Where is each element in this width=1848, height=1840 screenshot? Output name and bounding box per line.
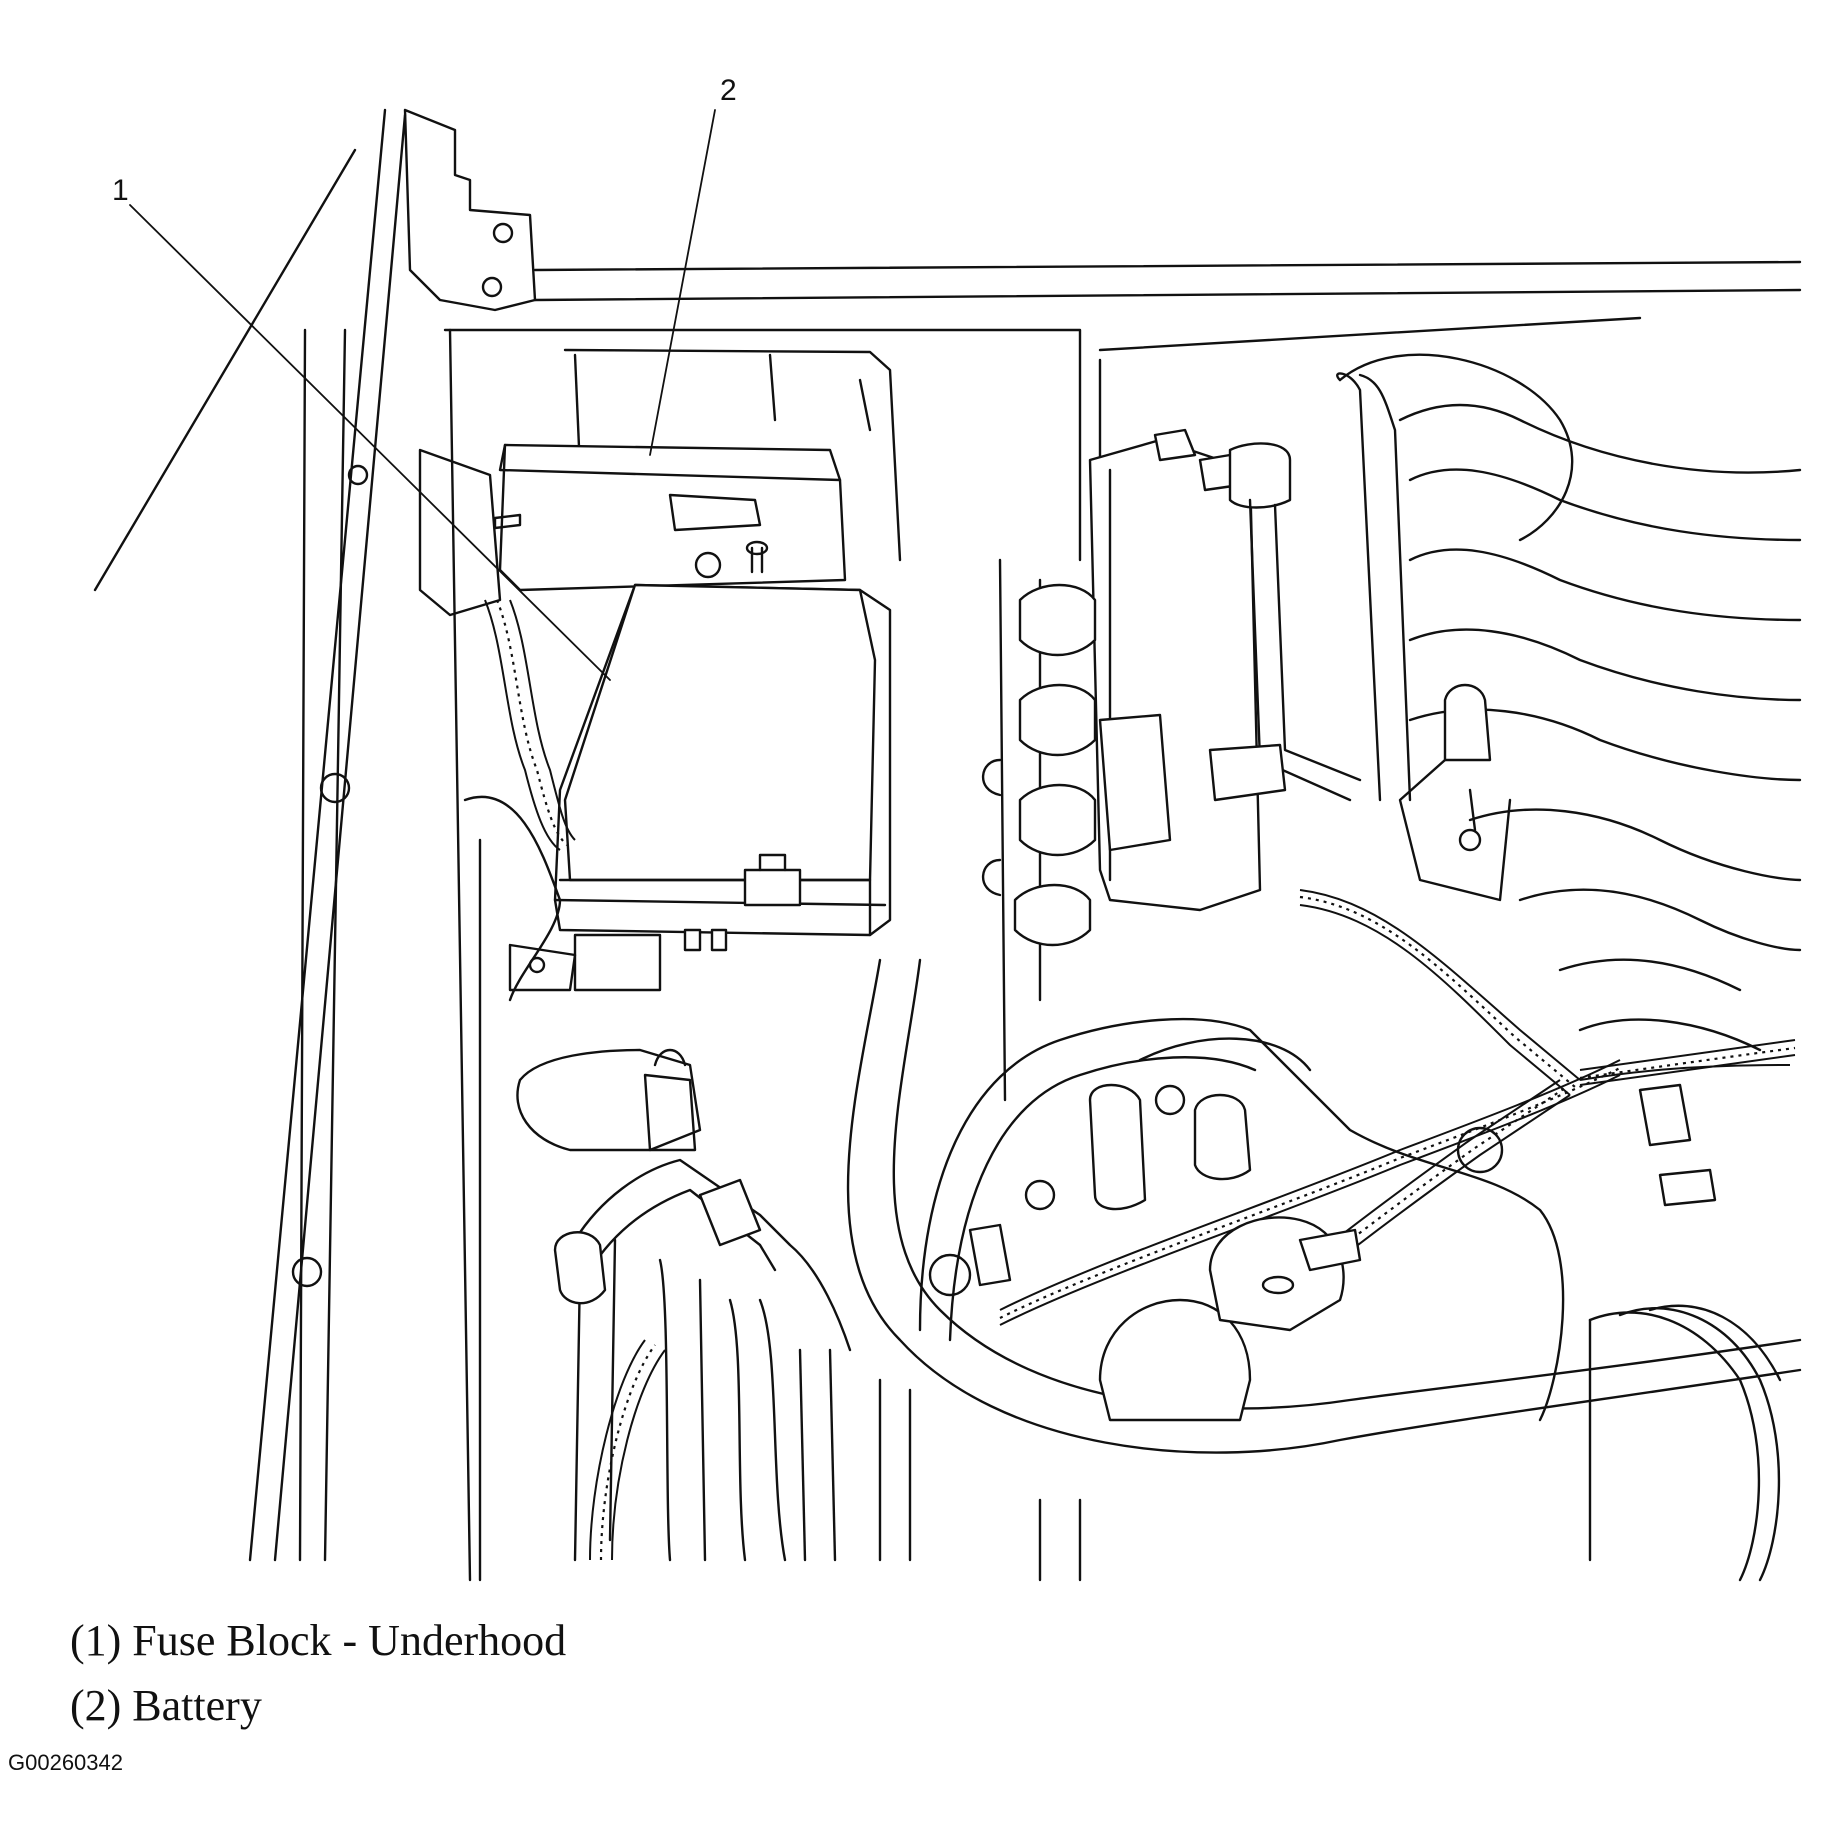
- engine-wiring-harness: [1000, 890, 1795, 1325]
- engine-compartment-illustration: 1 2: [0, 74, 1848, 1600]
- coolant-lines: [555, 1160, 910, 1560]
- callout-1-number: 1: [112, 174, 129, 207]
- leader-line-2: [650, 110, 715, 455]
- hood-hinge-bracket: [293, 110, 535, 1286]
- fuel-rail: [1210, 355, 1572, 800]
- fuse-block-harness: [485, 600, 575, 850]
- leader-line-1: [130, 205, 610, 680]
- accessory-pulley: [1040, 1306, 1780, 1580]
- legend-fuse-block: (1) Fuse Block - Underhood: [70, 1616, 567, 1665]
- figure-id: G00260342: [8, 1750, 123, 1775]
- engine-front-components: [930, 1039, 1502, 1295]
- fuse-block: [510, 585, 890, 990]
- leader-lines: [130, 110, 715, 680]
- oil-filler-cap: [1100, 1217, 1360, 1420]
- spark-plug-boots: [983, 585, 1095, 945]
- cowl-panel: [445, 262, 1800, 560]
- legend-battery: (2) Battery: [70, 1681, 262, 1730]
- callout-2-number: 2: [720, 74, 737, 107]
- lower-harness: [590, 1340, 665, 1560]
- fender-edges: [95, 110, 480, 1580]
- battery-bracket: [420, 450, 500, 615]
- battery: [495, 445, 845, 590]
- upper-radiator-hose: [848, 960, 1800, 1453]
- lower-left-components: [465, 797, 700, 1150]
- sensor-bracket: [1400, 685, 1510, 900]
